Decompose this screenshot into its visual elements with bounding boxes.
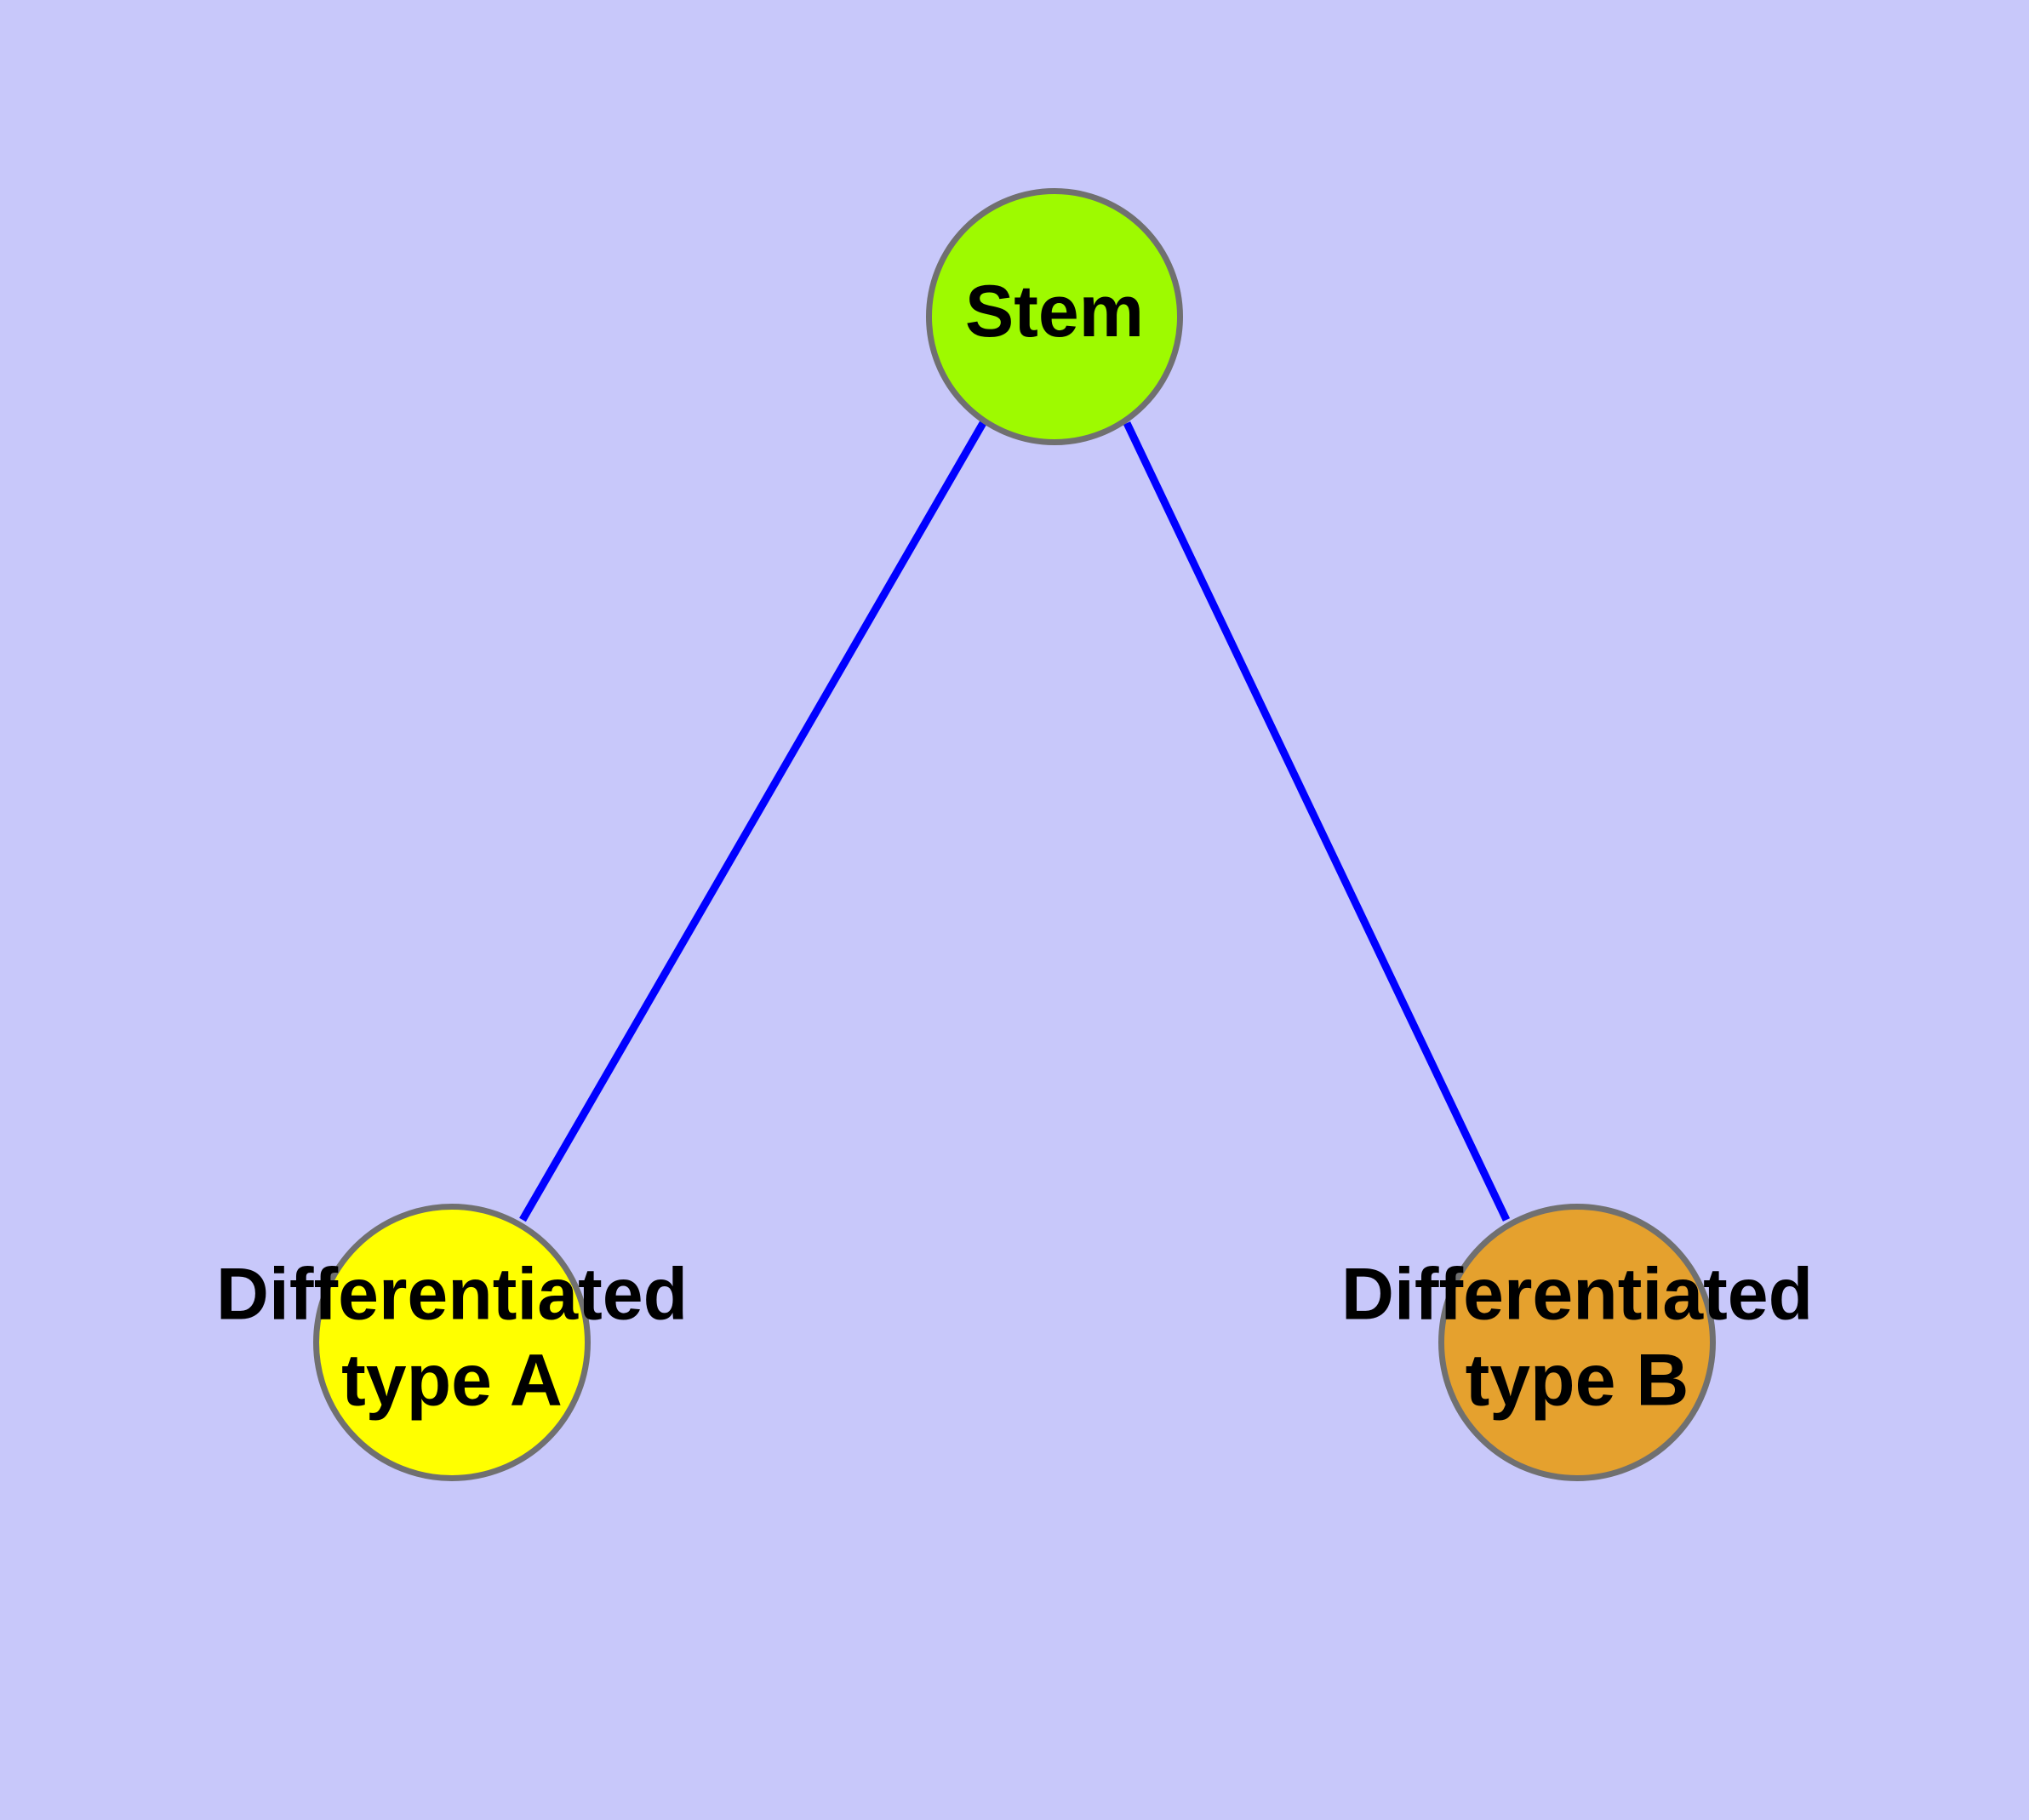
node-diff_b[interactable] [1438,1204,1716,1481]
node-label-line: Differentiated [216,1253,688,1335]
edge-stem-diff-b[interactable] [1123,421,1511,1222]
node-diff_a[interactable] [313,1204,591,1481]
node-stem[interactable] [926,188,1183,445]
nodes-group [313,188,1716,1481]
node-label-line: Differentiated [1341,1253,1813,1335]
node-label-line: type B [1466,1339,1689,1421]
edge-stem-diff-a[interactable] [519,421,986,1222]
edges-group [519,421,1511,1222]
node-label-line: Stem [965,271,1144,352]
node-label-stem: Stem [965,271,1144,352]
node-label-line: type A [341,1339,563,1421]
